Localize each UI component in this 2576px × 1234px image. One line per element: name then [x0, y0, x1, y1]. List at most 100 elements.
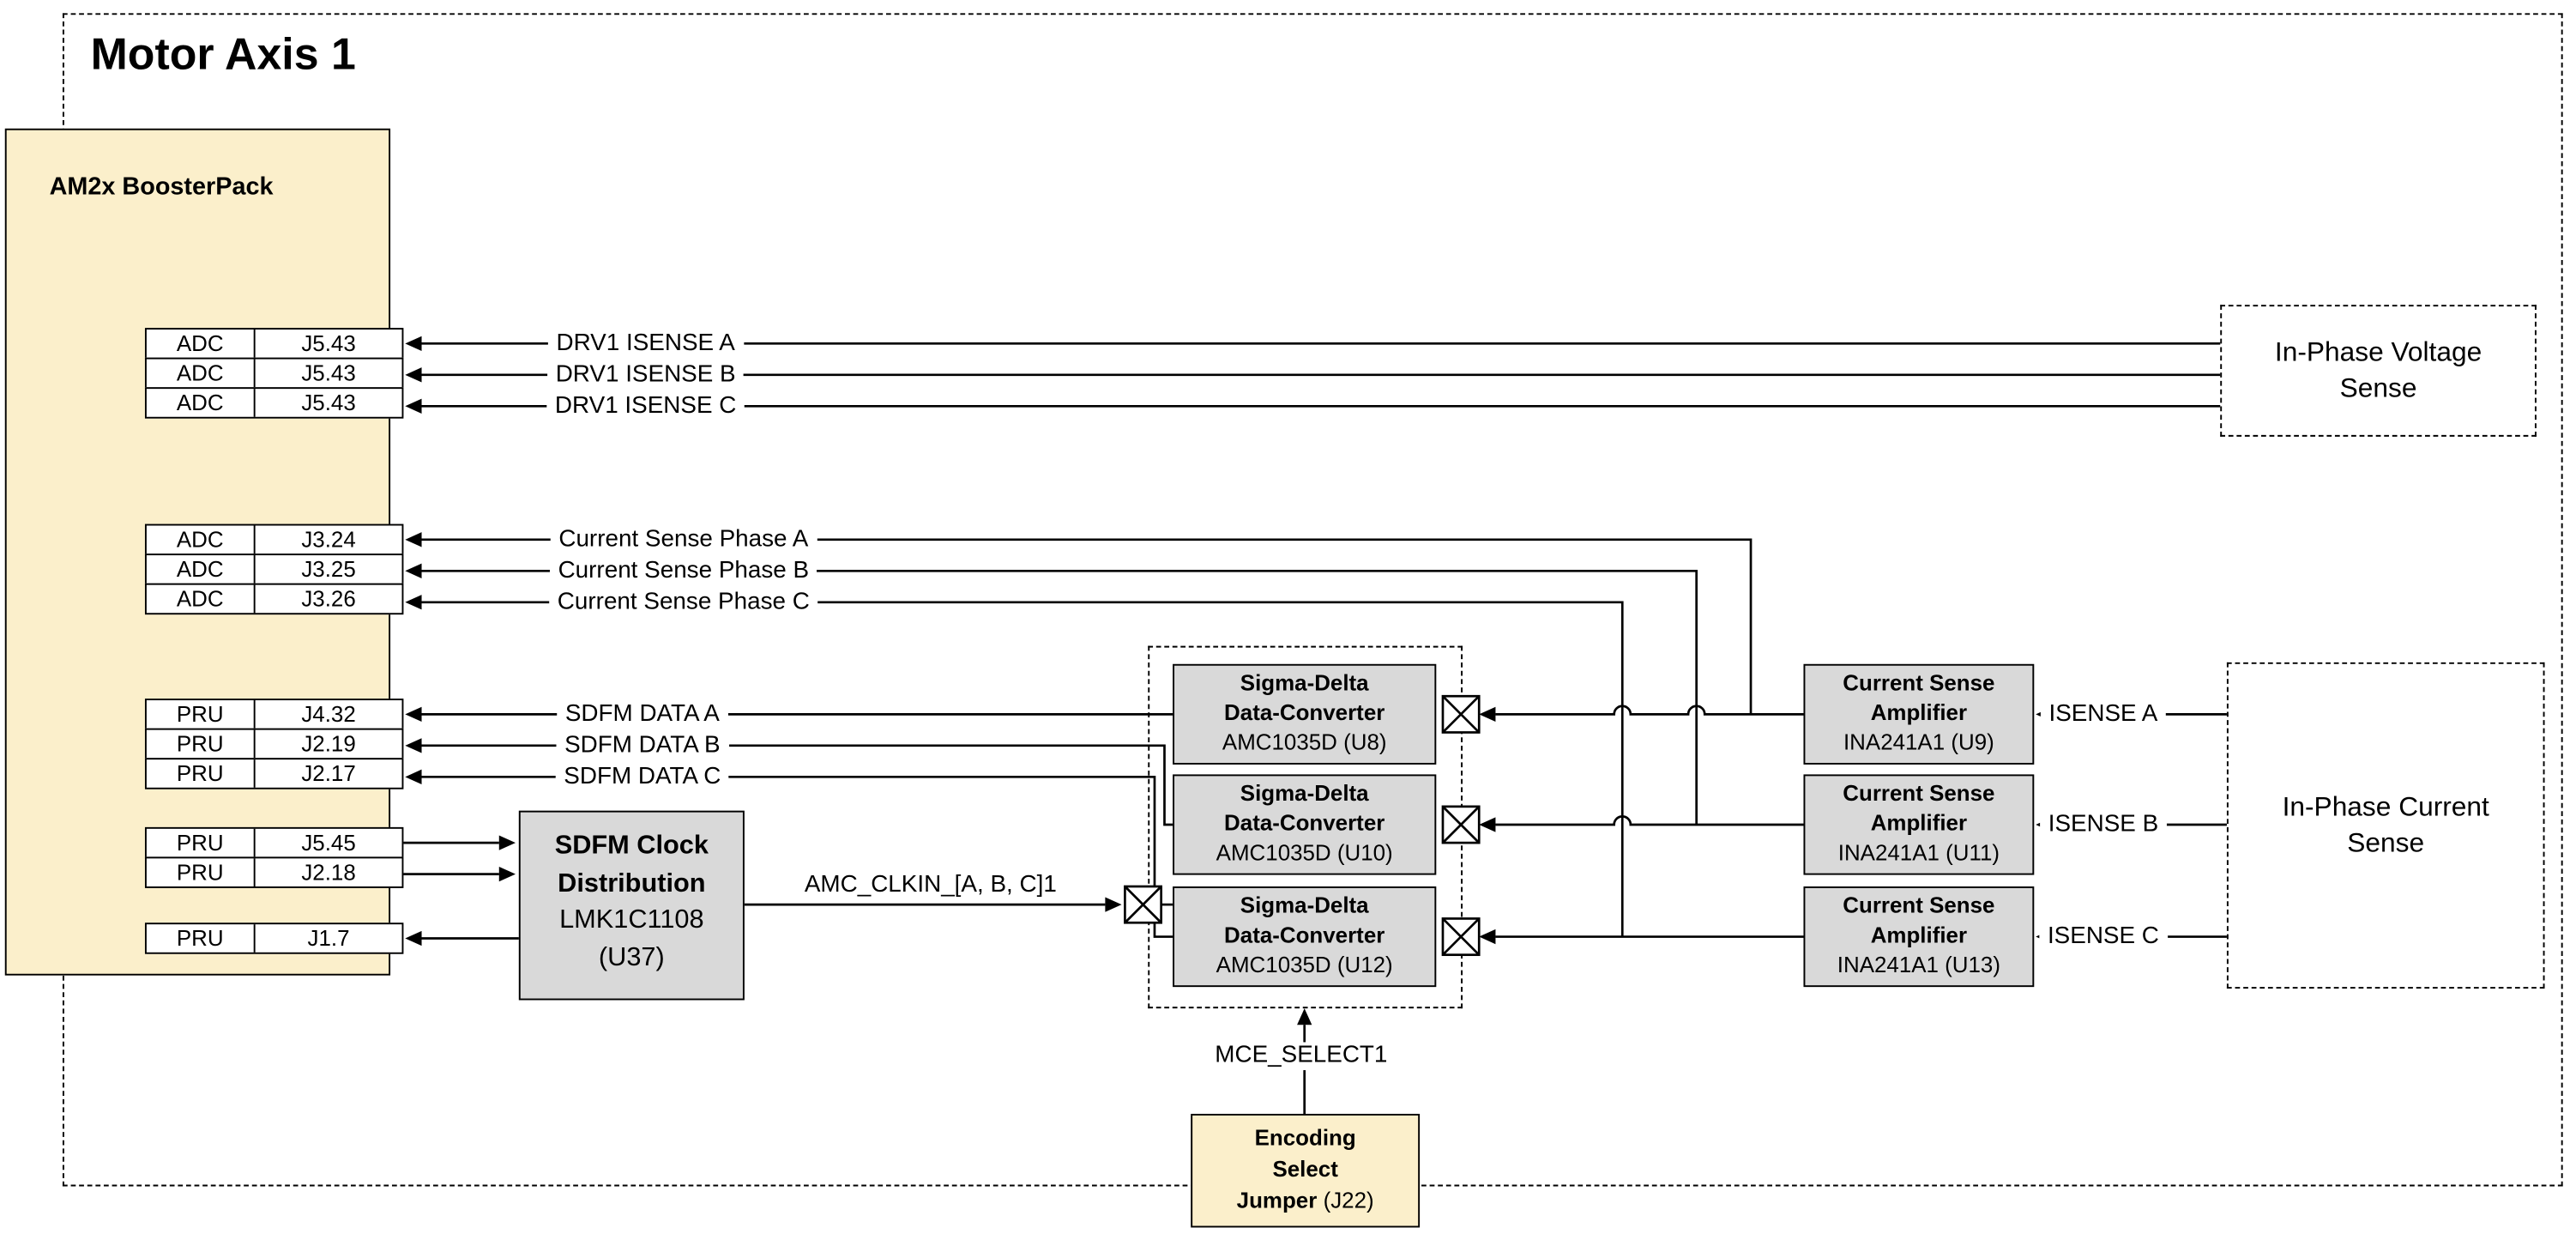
pin-row: PRU J2.17	[144, 758, 404, 789]
pin-row: ADC J5.43	[144, 387, 404, 419]
pin-number-label: J2.19	[301, 731, 356, 757]
pin-row: PRU J2.18	[144, 856, 404, 888]
block-title-line: Sense	[2347, 828, 2425, 859]
pin-row: PRU J4.32	[144, 699, 404, 730]
block-title-line: In-Phase Voltage	[2274, 337, 2482, 368]
block-title-line: Amplifier	[1870, 922, 1968, 948]
block-title-line: SDFM Clock	[554, 832, 709, 861]
wire-label-isense-b: ISENSE B	[2040, 810, 2167, 839]
wire-amp-u9-output	[1495, 705, 1804, 716]
pin-number-label: J2.17	[301, 761, 356, 786]
pin-row: ADC J3.26	[144, 583, 404, 615]
block-title-line: Distribution	[558, 868, 706, 898]
pin-number-label: J2.18	[301, 860, 356, 886]
block-part-number: AMC1035D (U8)	[1222, 729, 1387, 755]
block-title-line: Current Sense	[1843, 670, 1995, 696]
select-node-u12-x	[1442, 917, 1481, 956]
block-part-number: INA241A1 (U9)	[1843, 729, 1994, 755]
block-title-line: Sense	[2339, 373, 2417, 404]
pin-number-label: J3.26	[301, 586, 356, 612]
block-ref-designator: (U37)	[598, 943, 665, 971]
wire-label-amc-clkin: AMC_CLKIN_[A, B, C]1	[799, 871, 1062, 900]
sdfm-clock-distribution-block: SDFM Clock Distribution LMK1C1108 (U37)	[518, 810, 745, 1001]
pin-bus-label: PRU	[147, 858, 256, 886]
current-sense-amplifier-u13: Current Sense Amplifier INA241A1 (U13)	[1803, 886, 2035, 988]
select-node-u10-x	[1442, 805, 1481, 844]
in-phase-voltage-sense-block: In-Phase Voltage Sense	[2220, 305, 2537, 437]
pin-bus-label: PRU	[147, 759, 256, 788]
wire-current-sense-phase-b	[418, 569, 1698, 825]
block-title-line: Current Sense	[1843, 781, 1995, 806]
pin-group-pru-clock-return: PRU J1.7	[144, 922, 404, 954]
wire-label-isense-c: ISENSE C	[2039, 922, 2168, 951]
select-node-clkin-x	[1124, 886, 1162, 924]
pin-number-label: J3.24	[301, 527, 356, 553]
pin-row: ADC J5.43	[144, 328, 404, 360]
sigma-delta-converter-u12: Sigma-Delta Data-Converter AMC1035D (U12…	[1173, 886, 1437, 988]
wire-label-sdfm-data-c: SDFM DATA C	[555, 762, 729, 791]
wire-current-sense-phase-a	[418, 538, 1753, 715]
arrowhead-mce-select	[1297, 1008, 1312, 1025]
block-title-line: Current Sense	[1843, 892, 1995, 918]
wire-label-mce-select: MCE_SELECT1	[1206, 1042, 1397, 1071]
arrowhead-amp-u13	[1479, 929, 1496, 945]
wire-label-sdfm-data-a: SDFM DATA A	[557, 700, 728, 729]
pin-group-pru-sdfm-clock: PRU J5.45 PRU J2.18	[144, 826, 404, 888]
pin-number-label: J1.7	[307, 926, 350, 951]
sigma-delta-converter-u8: Sigma-Delta Data-Converter AMC1035D (U8)	[1173, 663, 1437, 765]
wire-label-drv1-isense-a: DRV1 ISENSE A	[547, 330, 744, 358]
arrowhead-drv1-c	[405, 398, 422, 414]
block-title-line: In-Phase Current	[2282, 792, 2489, 823]
pin-bus-label: PRU	[147, 828, 256, 857]
pin-row: PRU J1.7	[144, 922, 404, 954]
block-title-line: Amplifier	[1870, 700, 1968, 725]
block-title-line: Jumper (J22)	[1192, 1185, 1418, 1216]
arrowhead-cs-b	[405, 563, 422, 578]
wire-sdfm-data-b	[418, 744, 1173, 826]
pin-bus-label: PRU	[147, 924, 256, 953]
arrowhead-sdfm-b	[405, 738, 422, 753]
block-title-line: Sigma-Delta	[1240, 781, 1369, 806]
block-title-line: Sigma-Delta	[1240, 892, 1369, 918]
block-part-number: AMC1035D (U12)	[1216, 952, 1393, 977]
wire-label-current-sense-b: Current Sense Phase B	[549, 556, 817, 585]
pin-bus-label: ADC	[147, 584, 256, 614]
pin-number-label: J5.43	[301, 360, 356, 386]
pin-bus-label: PRU	[147, 700, 256, 729]
block-title-part: Jumper	[1236, 1188, 1318, 1213]
arrowhead-drv1-b	[405, 367, 422, 383]
block-ref-designator: (J22)	[1323, 1188, 1374, 1213]
pin-number-label: J5.43	[301, 330, 356, 356]
wire-label-isense-a: ISENSE A	[2040, 700, 2166, 729]
pin-number-label: J5.45	[301, 830, 356, 856]
pin-number-label: J5.43	[301, 390, 356, 415]
block-title-line: Data-Converter	[1224, 700, 1385, 725]
wire-label-current-sense-a: Current Sense Phase A	[550, 525, 817, 554]
block-title-line: Data-Converter	[1224, 922, 1385, 948]
wire-label-current-sense-c: Current Sense Phase C	[549, 588, 818, 617]
pin-number-label: J3.25	[301, 556, 356, 582]
pin-bus-label: ADC	[147, 555, 256, 584]
encoding-select-jumper-block: Encoding Select Jumper (J22)	[1191, 1113, 1421, 1228]
in-phase-current-sense-block: In-Phase Current Sense	[2226, 662, 2545, 989]
pin-bus-label: ADC	[147, 525, 256, 554]
block-title-line: Amplifier	[1870, 810, 1968, 836]
arrowhead-sdfm-a	[405, 706, 422, 722]
arrowhead-sdfm-c	[405, 769, 422, 784]
pin-bus-label: ADC	[147, 389, 256, 417]
am2x-boosterpack-label: AM2x BoosterPack	[49, 172, 274, 202]
arrowhead-cs-c	[405, 595, 422, 610]
wire-label-drv1-isense-b: DRV1 ISENSE B	[547, 360, 745, 390]
block-part-number: INA241A1 (U11)	[1837, 840, 2000, 866]
block-title-line: Data-Converter	[1224, 810, 1385, 836]
wire-amp-u11-output	[1495, 815, 1804, 826]
block-title-line: Select	[1272, 1156, 1338, 1182]
wire-current-sense-phase-c	[418, 601, 1624, 937]
pin-bus-label: PRU	[147, 729, 256, 759]
pin-group-adc-current-sense: ADC J3.24 ADC J3.25 ADC J3.26	[144, 523, 404, 615]
arrowhead-amc-clkin	[1105, 897, 1122, 912]
pin-row: PRU J2.19	[144, 728, 404, 760]
select-node-u8-x	[1442, 695, 1481, 734]
pin-bus-label: ADC	[147, 359, 256, 388]
